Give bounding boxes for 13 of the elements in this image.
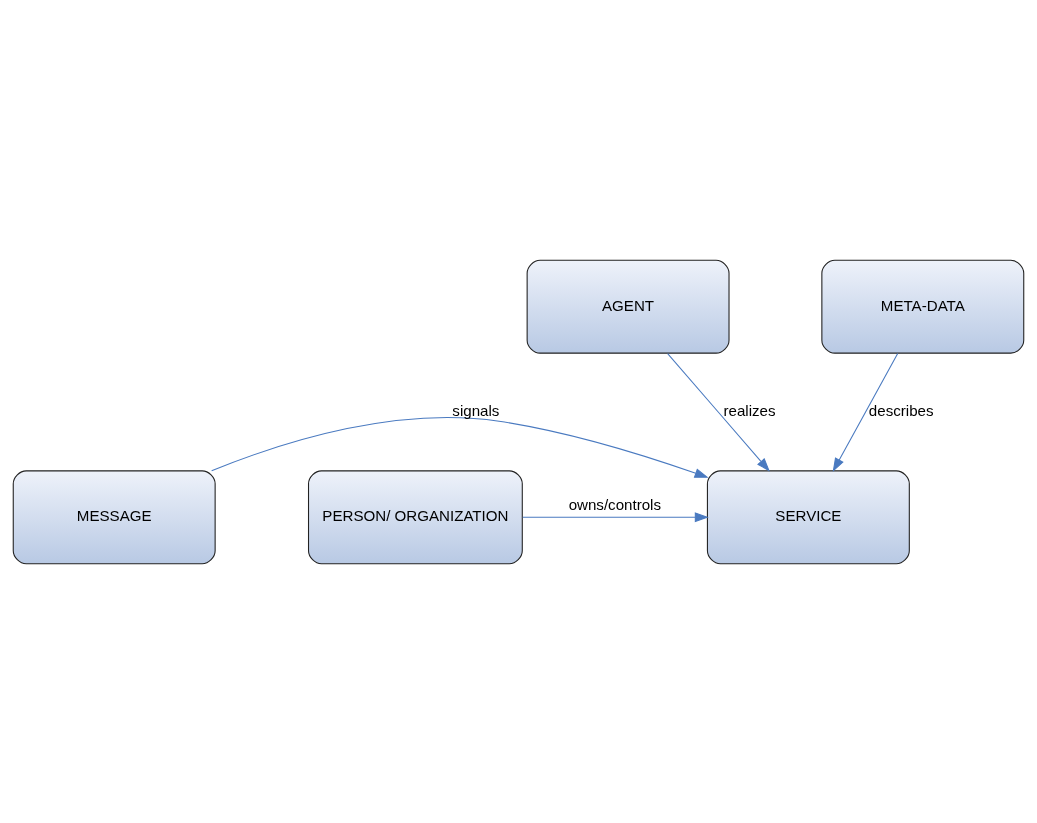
edge-label: describes	[868, 401, 934, 419]
node-box: MESSAGE	[12, 469, 216, 564]
node-box: AGENT	[526, 259, 730, 354]
arrow	[832, 352, 899, 472]
node-box: PERSON/ ORGANIZATION	[307, 469, 523, 564]
arrow	[211, 416, 709, 478]
edge-label: realizes	[723, 401, 776, 419]
node-box: SERVICE	[706, 469, 910, 564]
edge-label: owns/controls	[568, 495, 662, 513]
arrow	[522, 511, 709, 522]
node-box: META-DATA	[821, 259, 1025, 354]
edge-label: signals	[452, 401, 500, 419]
arrow	[667, 352, 770, 472]
